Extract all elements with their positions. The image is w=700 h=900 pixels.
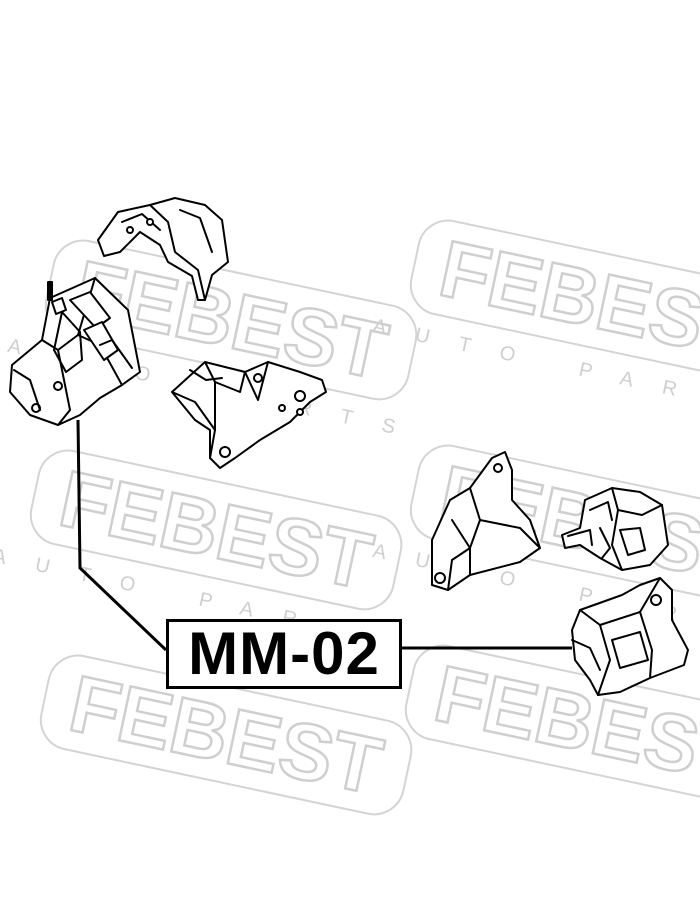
part-number-box: MM-02 bbox=[166, 619, 402, 689]
parts-layer bbox=[9, 197, 689, 696]
middle-bracket bbox=[171, 361, 327, 469]
leader-line-left bbox=[76, 419, 168, 652]
part-number: MM-02 bbox=[188, 620, 380, 687]
watermark-2: FEBEST AUTO PARTS bbox=[371, 219, 700, 425]
upper-bracket bbox=[97, 197, 229, 301]
engine-mount-left bbox=[9, 277, 141, 426]
lower-right-mount bbox=[571, 577, 689, 696]
small-rubber-mount bbox=[561, 487, 669, 571]
right-triangle-bracket bbox=[431, 451, 541, 591]
leader-lines bbox=[76, 419, 572, 652]
